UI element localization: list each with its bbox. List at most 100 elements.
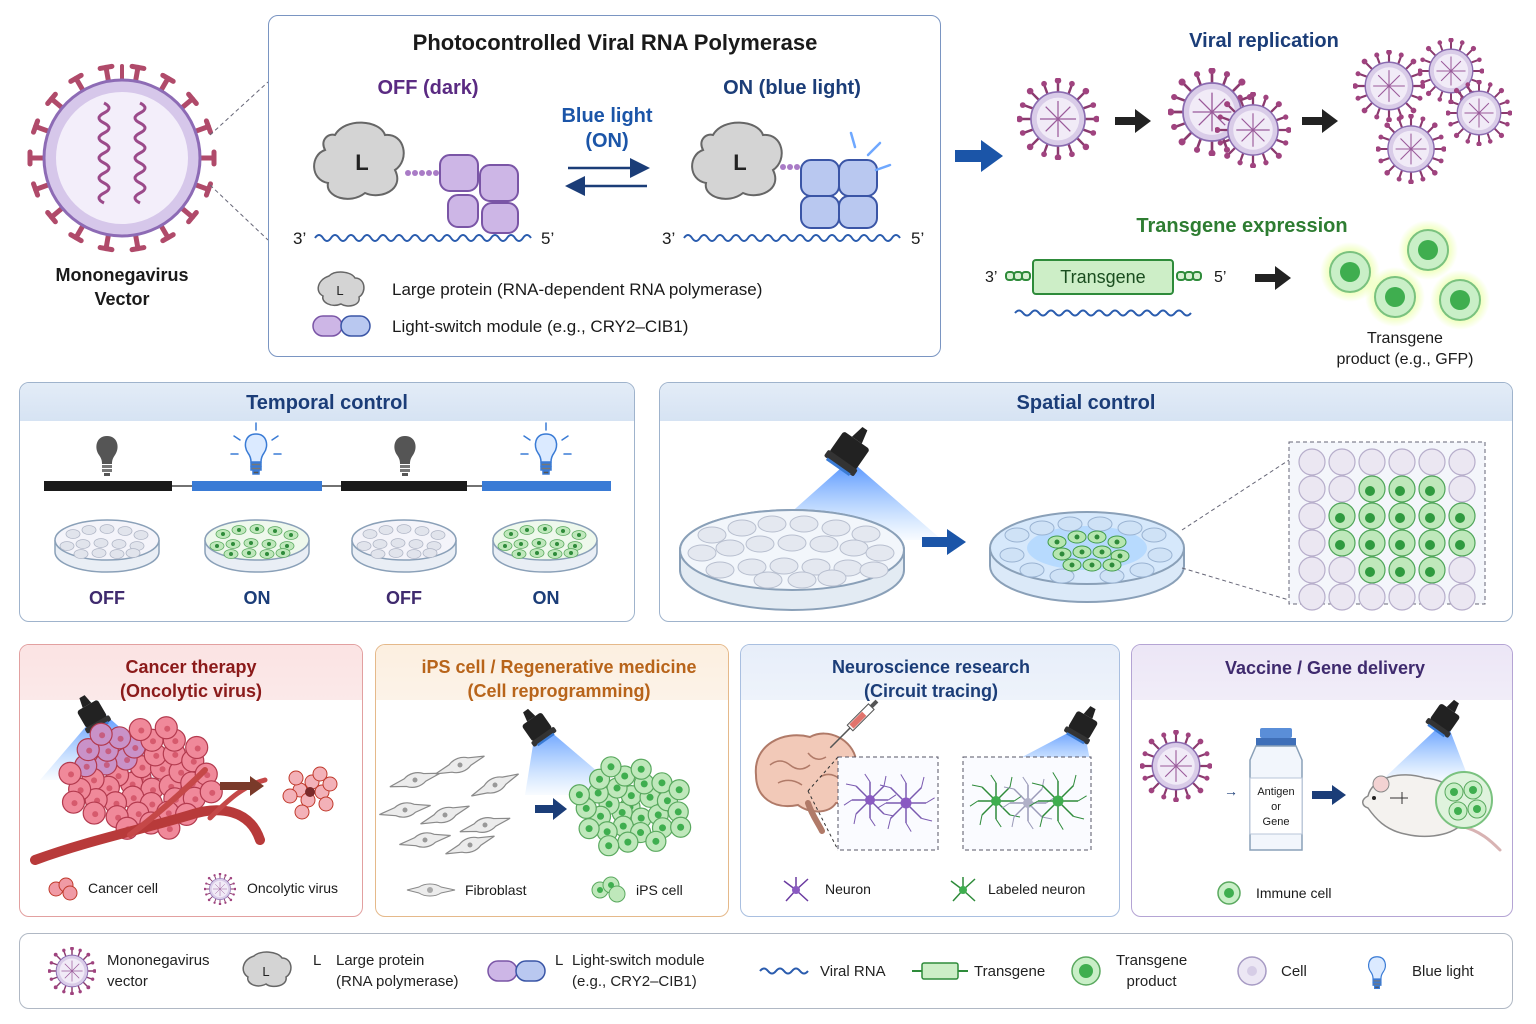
legend-product-icon (1071, 956, 1101, 986)
temporal-state-2: ON (243, 588, 271, 608)
legend-l-letter-1: L (313, 952, 322, 969)
vial-line1: Antigen (1257, 786, 1294, 798)
temporal-state-4: ON (532, 588, 560, 608)
legend-product-line1: Transgene (1116, 952, 1188, 969)
cancer-illustration (30, 695, 338, 865)
legend-transgene-text: Transgene (974, 963, 1046, 980)
temporal-dishes (54, 519, 598, 573)
fibroblast-legend-text: Fibroblast (465, 882, 527, 898)
legend-large-protein-text: Large protein (RNA-dependent RNA polymer… (392, 280, 763, 299)
transgene-construct (1005, 259, 1202, 295)
replication-arrow-1 (1115, 109, 1151, 133)
neuron-legend-icon (783, 877, 809, 902)
replication-arrow-2 (1302, 109, 1338, 133)
temporal-control-panel: Temporal control (19, 382, 635, 622)
blue-light-switch-label: Blue light (ON) (561, 104, 652, 154)
cancer-cell-legend-text: Cancer cell (88, 880, 159, 896)
legend-switch-line2: (e.g., CRY2–CIB1) (572, 973, 697, 990)
immune-cell-legend-text: Immune cell (1256, 885, 1332, 901)
neuro-panel-header (741, 645, 1119, 700)
light-switch-legend-icon (312, 315, 371, 337)
legend-blue-light-icon (1368, 956, 1386, 990)
cancer-cell-legend-icon (48, 877, 78, 901)
vector-title-line1: Mononegavirus (55, 265, 189, 285)
l-letter-on: L (733, 150, 746, 175)
legend-large-line1: Large protein (336, 952, 425, 969)
legend-light-switch-text: Light-switch module (e.g., CRY2–CIB1) (392, 317, 689, 336)
vector-title-line2: Vector (94, 289, 150, 309)
transgene-product-label: Transgene product (e.g., GFP) (1337, 328, 1474, 370)
legend-product-text: Transgene product (1116, 950, 1187, 992)
mononegavirus-vector-illustration (27, 63, 217, 253)
equilibrium-arrows (565, 158, 650, 196)
legend-vector-text: Mononegavirus vector (107, 950, 210, 992)
spatial-control-title: Spatial control (660, 383, 1512, 421)
neuron-legend-text: Neuron (825, 881, 871, 897)
virus-single (1017, 78, 1099, 160)
legend-l-letter-2: L (555, 952, 564, 969)
legend-transgene-icon (912, 962, 968, 980)
ips-cell-legend-icon (591, 876, 626, 903)
virus-progeny-1 (1353, 50, 1425, 122)
gfp-cells (1320, 220, 1490, 330)
transgene-3prime: 3’ (985, 269, 998, 286)
polymerase-off-illustration: L (313, 121, 519, 234)
cancer-title: Cancer therapy (Oncolytic virus) (120, 655, 262, 703)
spatial-control-illustration (679, 426, 1486, 611)
temporal-control-title: Temporal control (20, 383, 634, 421)
legend-large-l: L (262, 964, 269, 979)
legend-large-text: Large protein (RNA polymerase) (336, 950, 459, 992)
legend-vector-line1: Mononegavirus (107, 952, 210, 969)
transgene-expression-title: Transgene expression (1136, 215, 1348, 237)
legend-large-icon: L (242, 951, 292, 988)
neuroscience-illustration (754, 699, 1098, 851)
cancer-panel-header (20, 645, 362, 700)
legend-vector-icon (48, 947, 96, 995)
rna-strand-on (683, 234, 901, 242)
legend-cell-text: Cell (1281, 963, 1307, 980)
legend-blue-light-text: Blue light (1412, 963, 1474, 980)
on-blue-light-label: ON (blue light) (723, 77, 861, 99)
transgene-rna (1014, 309, 1192, 317)
polymerase-title: Photocontrolled Viral RNA Polymerase (412, 30, 818, 55)
svg-text:→: → (1224, 783, 1238, 799)
large-protein-legend-icon: L (317, 271, 365, 307)
strand-on-3prime: 3’ (662, 229, 676, 248)
switch-line2: (ON) (585, 130, 629, 152)
virus-dividing-2 (1215, 92, 1291, 168)
neuro-title-line1: Neuroscience research (831, 657, 1031, 677)
vaccine-panel-header (1132, 645, 1512, 700)
oncolytic-virus-legend-icon (204, 873, 236, 905)
legend-vector-line2: vector (107, 973, 148, 990)
product-line1: Transgene (1367, 330, 1443, 347)
neuro-title-line2: (Circuit tracing) (863, 681, 998, 701)
virus-progeny-4 (1376, 114, 1446, 184)
ips-title-line1: iPS cell / Regenerative medicine (421, 657, 697, 677)
l-letter-off: L (355, 150, 368, 175)
strand-off-3prime: 3’ (293, 229, 307, 248)
vial-line3: Gene (1263, 816, 1290, 828)
to-replication-arrow (955, 140, 1003, 172)
temporal-timeline (44, 422, 611, 491)
vaccine-illustration: → Antigen or Gene (1224, 699, 1502, 852)
legend-rna-icon (759, 967, 809, 975)
off-dark-label: OFF (dark) (377, 77, 479, 99)
legend-product-line2: product (1126, 973, 1177, 990)
product-line2: product (e.g., GFP) (1336, 351, 1474, 368)
ips-title: iPS cell / Regenerative medicine (Cell r… (421, 655, 696, 703)
labeled-neuron-legend-text: Labeled neuron (988, 881, 1086, 897)
legend-switch-icon (487, 960, 546, 982)
virus-progeny-3 (1446, 80, 1512, 146)
polymerase-on-illustration: L (691, 121, 892, 229)
labeled-neuron-legend-icon (950, 877, 976, 902)
rna-strand-off (314, 234, 532, 242)
fibroblast-legend-icon (406, 883, 456, 897)
vaccine-title: Vaccine / Gene delivery (1224, 658, 1426, 678)
strand-off-5prime: 5’ (541, 229, 555, 248)
ips-title-line2: (Cell reprogramming) (467, 681, 651, 701)
temporal-state-1: OFF (89, 588, 125, 608)
temporal-state-3: OFF (386, 588, 422, 608)
ips-panel-header (376, 645, 728, 700)
transgene-box-label: Transgene (1060, 267, 1146, 287)
vector-title: Mononegavirus Vector (55, 263, 188, 311)
